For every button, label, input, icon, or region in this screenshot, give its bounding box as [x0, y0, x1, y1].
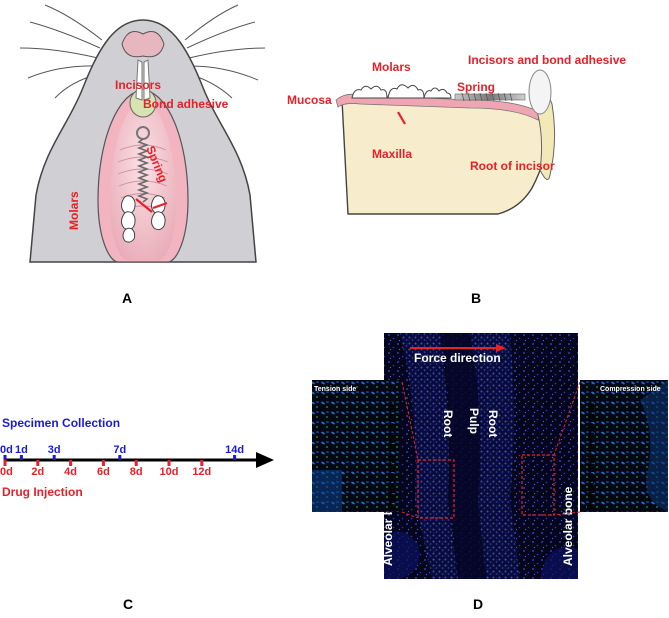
label-root-left: Root — [441, 410, 455, 437]
molars-lateral — [351, 84, 452, 99]
roi-connectors — [401, 381, 581, 519]
injection-day-tick — [134, 460, 138, 466]
periodontal-membrane-left: Periodontal membrane — [387, 401, 398, 510]
injection-day-label: 0d — [0, 466, 13, 478]
injection-day-label: 6d — [97, 466, 110, 478]
collection-day-tick — [118, 455, 122, 460]
injection-ticks: 0d 2d 4d 6d 8d 10d 12d — [0, 460, 211, 478]
tension-side-inset — [312, 380, 400, 512]
spring-coil — [136, 126, 150, 203]
compression-side-label: Compression side — [600, 386, 661, 393]
collection-day-label: 14d — [225, 444, 244, 456]
ligature-wire-left — [135, 198, 153, 213]
force-arrow-head — [496, 344, 506, 352]
incisor-right — [143, 59, 151, 101]
injection-day-tick — [36, 460, 40, 466]
collection-day-label: 1d — [15, 444, 28, 456]
injection-day-tick — [200, 460, 204, 466]
panel-b-illustration — [335, 69, 556, 215]
label-maxilla: Maxilla — [372, 147, 412, 161]
injection-day-tick — [69, 460, 73, 466]
collection-day-tick — [233, 455, 237, 460]
incisor-left — [135, 59, 143, 101]
label-molars-a: Molars — [67, 191, 81, 230]
roi-compression — [521, 454, 555, 516]
label-mucosa: Mucosa — [287, 93, 332, 107]
force-direction-label: Force direction — [414, 351, 501, 365]
center-micrograph — [384, 333, 578, 579]
collection-day-tick — [3, 455, 7, 460]
injection-day-label: 12d — [192, 466, 211, 478]
periodontal-membrane-right: Periodontal membrane — [586, 401, 597, 510]
label-alveolar-bone-right: Alveolar bone — [561, 486, 575, 566]
panel-letter-a: A — [122, 290, 132, 306]
spring-coils — [461, 92, 513, 102]
timeline-arrowhead — [256, 452, 274, 468]
label-root-right: Root — [486, 410, 500, 437]
tension-side-label: Tension side — [314, 386, 356, 393]
drug-injection-title: Drug Injection — [2, 485, 83, 499]
collection-day-tick — [19, 455, 23, 460]
injection-day-tick — [167, 460, 171, 466]
label-spring-b: Spring — [457, 80, 495, 94]
injection-day-label: 8d — [130, 466, 143, 478]
panel-letter-b: B — [471, 290, 481, 306]
label-root-of-incisor: Root of incisor — [470, 159, 555, 173]
panel-a-illustration — [19, 4, 266, 263]
label-pulp: Pulp — [467, 408, 481, 434]
label-incisors: Incisors — [115, 78, 161, 92]
injection-day-tick — [101, 460, 105, 466]
collection-day-label: 0d — [0, 444, 13, 456]
panel-letter-c: C — [123, 596, 133, 612]
bond-adhesive-cap — [528, 69, 552, 115]
spring-lateral — [454, 93, 526, 101]
ligature-wire-right — [152, 201, 168, 210]
collection-day-tick — [52, 455, 56, 460]
ligature-b — [397, 111, 406, 125]
injection-day-label: 10d — [160, 466, 179, 478]
label-bond-adhesive: Bond adhesive — [143, 97, 229, 111]
injection-day-label: 2d — [31, 466, 44, 478]
injection-day-tick — [3, 460, 7, 466]
whiskers — [19, 4, 266, 99]
molars-pair — [121, 195, 166, 243]
collection-day-label: 7d — [113, 444, 126, 456]
label-incisors-bond: Incisors and bond adhesive — [468, 53, 626, 67]
injection-day-label: 4d — [64, 466, 77, 478]
specimen-collection-title: Specimen Collection — [2, 416, 120, 430]
label-molars-b: Molars — [372, 60, 411, 74]
panel-letter-d: D — [473, 596, 483, 612]
roi-tension — [417, 459, 455, 519]
compression-side-inset — [580, 380, 668, 512]
collection-day-label: 3d — [48, 444, 61, 456]
nose — [121, 31, 165, 58]
timeline — [4, 452, 274, 468]
